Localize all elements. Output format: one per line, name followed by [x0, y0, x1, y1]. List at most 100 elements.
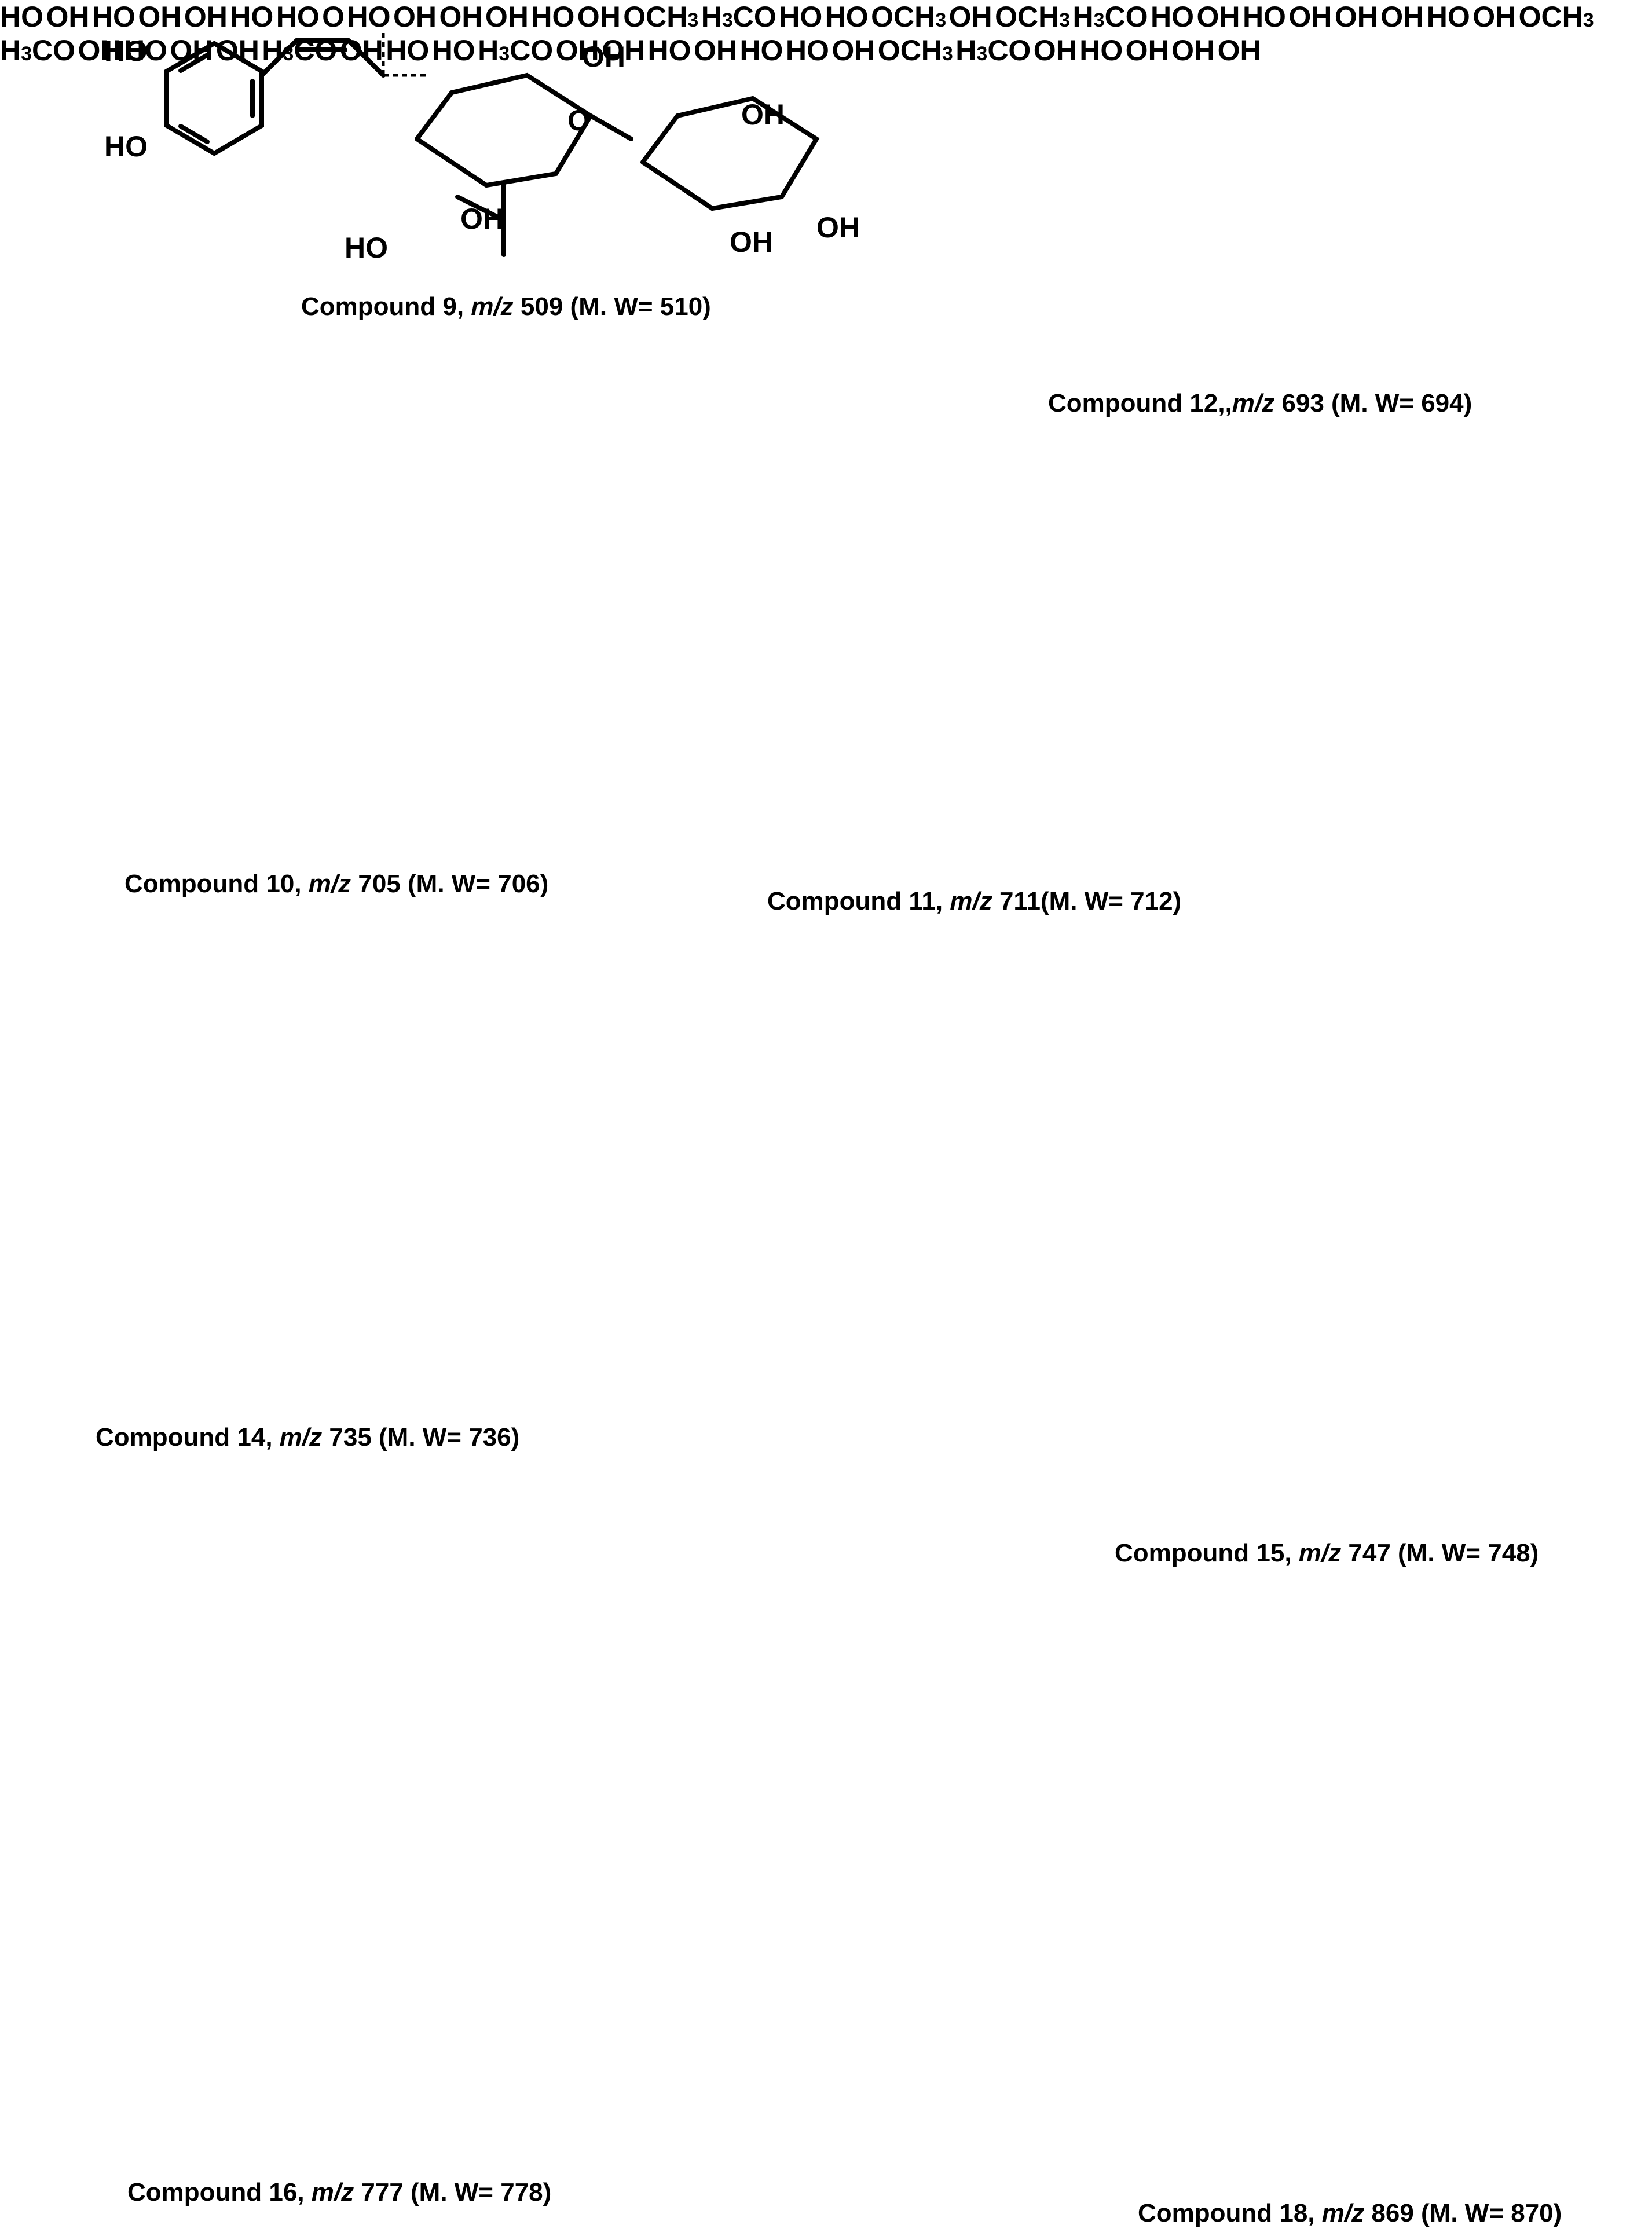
oh-label: OH	[460, 203, 504, 235]
oh-label: OH	[816, 211, 860, 244]
caption-value: 509 (M. W= 510)	[520, 292, 711, 321]
compound-10-caption: Compound 10, m/z 705 (M. W= 706)	[124, 870, 548, 899]
oh-label: HO	[431, 34, 475, 67]
oh-label: OH	[393, 1, 437, 33]
oh-label: HO	[739, 34, 783, 67]
caption-value: 747 (M. W= 748)	[1348, 1539, 1539, 1567]
oh-label: HO	[347, 1, 391, 33]
h3co-label: H3CO	[0, 34, 76, 67]
caption-name: Compound 9,	[301, 292, 464, 321]
oh-label: HO	[1242, 1, 1286, 33]
compound-15-caption: Compound 15, m/z 747 (M. W= 748)	[1115, 1539, 1539, 1568]
oh-label: OH	[948, 1, 992, 33]
o-label: O	[567, 104, 590, 137]
o-label: O	[322, 1, 345, 33]
oh-label: OH	[138, 1, 182, 33]
caption-mz: m/z	[1298, 1539, 1342, 1567]
caption-mz: m/z	[1321, 2199, 1365, 2227]
caption-mz: m/z	[950, 887, 992, 915]
oh-label: HO	[104, 35, 148, 67]
oh-label: OH	[1288, 1, 1332, 33]
h3co-label: H3CO	[478, 34, 554, 67]
oh-label: OH	[730, 226, 773, 258]
och3-label: OCH3	[871, 1, 947, 33]
h3co-label: H3CO	[701, 1, 776, 33]
oh-label: HO	[345, 232, 388, 264]
oh-label: HO	[276, 1, 320, 33]
oh-label: OH	[46, 1, 90, 33]
oh-label: HO	[0, 1, 43, 33]
oh-label: HO	[647, 34, 691, 67]
oh-label: OH	[1125, 34, 1169, 67]
compound-12-caption: Compound 12,,m/z 693 (M. W= 694)	[1048, 389, 1472, 418]
oh-label: OH	[832, 34, 876, 67]
caption-value: 735 (M. W= 736)	[329, 1423, 520, 1451]
caption-mz: m/z	[1232, 389, 1275, 417]
caption-value: 869 (M. W= 870)	[1371, 2199, 1562, 2227]
compound-16-structure: HO HO H3CO OH OH HO	[386, 34, 694, 67]
caption-name: Compound 12,,	[1048, 389, 1232, 417]
compound-14-structure: HO OH OH OH HO OH OCH3	[1243, 1, 1594, 33]
caption-mz: m/z	[311, 2178, 354, 2206]
compound-10-structure: HO OH OH OH HO OH OCH3 H3CO	[347, 1, 779, 33]
oh-label: OH	[1217, 34, 1261, 67]
caption-mz: m/z	[279, 1423, 323, 1451]
oh-label: HO	[104, 130, 148, 163]
oh-label: OH	[184, 1, 228, 33]
oh-label: HO	[1426, 1, 1470, 33]
h3co-label: H3CO	[955, 34, 1031, 67]
caption-name: Compound 11,	[767, 887, 943, 915]
oh-label: OH	[693, 34, 737, 67]
compound-16-caption: Compound 16, m/z 777 (M. W= 778)	[127, 2178, 551, 2207]
oh-label: HO	[91, 1, 135, 33]
oh-label: HO	[779, 1, 823, 33]
caption-name: Compound 16,	[127, 2178, 305, 2206]
oh-label: OH	[1033, 34, 1077, 67]
oh-label: OH	[78, 34, 122, 67]
oh-label: HO	[785, 34, 829, 67]
oh-label: HO	[825, 1, 869, 33]
caption-mz: m/z	[471, 292, 514, 321]
oh-label: OH	[1171, 34, 1215, 67]
compound-14-caption: Compound 14, m/z 735 (M. W= 736)	[96, 1423, 519, 1452]
oh-label: OH	[555, 34, 599, 67]
compound-12-structure: HO OH HO OH OH HO HO O	[0, 1, 347, 33]
oh-label: HO	[1079, 34, 1123, 67]
caption-name: Compound 14,	[96, 1423, 273, 1451]
oh-label: OH	[485, 1, 529, 33]
och3-label: OCH3	[1518, 1, 1594, 33]
och3-label: OCH3	[877, 34, 953, 67]
caption-name: Compound 18,	[1138, 2199, 1315, 2227]
compound-18-structure: OH HO HO OH OCH3 H3CO OH HO OH OH OH	[694, 34, 1261, 67]
och3-label: OCH3	[623, 1, 699, 33]
h3co-label: H3CO	[1072, 1, 1148, 33]
oh-label: OH	[577, 1, 621, 33]
oh-label: OH	[439, 1, 483, 33]
oh-label: OH	[741, 98, 785, 131]
caption-value: 777 (M. W= 778)	[361, 2178, 552, 2206]
oh-label: OH	[582, 41, 625, 73]
oh-label: HO	[123, 34, 167, 67]
compound-11-caption: Compound 11, m/z 711(M. W= 712)	[767, 887, 1181, 916]
compound-9-caption: Compound 9, m/z 509 (M. W= 510)	[301, 292, 711, 321]
oh-label: HO	[386, 34, 430, 67]
caption-name: Compound 10,	[124, 870, 302, 898]
caption-mz: m/z	[308, 870, 351, 898]
compound-9-structure: HO HO OH OH OH OH OH HO O	[104, 29, 860, 264]
oh-label: HO	[531, 1, 575, 33]
oh-label: HO	[230, 1, 274, 33]
oh-label: OH	[1196, 1, 1240, 33]
compound-18-caption: Compound 18, m/z 869 (M. W= 870)	[1138, 2199, 1562, 2228]
oh-label: OH	[602, 34, 646, 67]
oh-label: OH	[1334, 1, 1378, 33]
och3-label: OCH3	[995, 1, 1071, 33]
caption-value: 693 (M. W= 694)	[1281, 389, 1472, 417]
compound-11-structure: HO HO OCH3 OH OCH3 H3CO HO OH	[779, 1, 1243, 33]
oh-label: OH	[1380, 1, 1424, 33]
oh-label: OH	[1472, 1, 1517, 33]
caption-value: 711(M. W= 712)	[999, 887, 1182, 915]
caption-name: Compound 15,	[1115, 1539, 1292, 1567]
oh-label: HO	[1151, 1, 1195, 33]
caption-value: 705 (M. W= 706)	[358, 870, 549, 898]
